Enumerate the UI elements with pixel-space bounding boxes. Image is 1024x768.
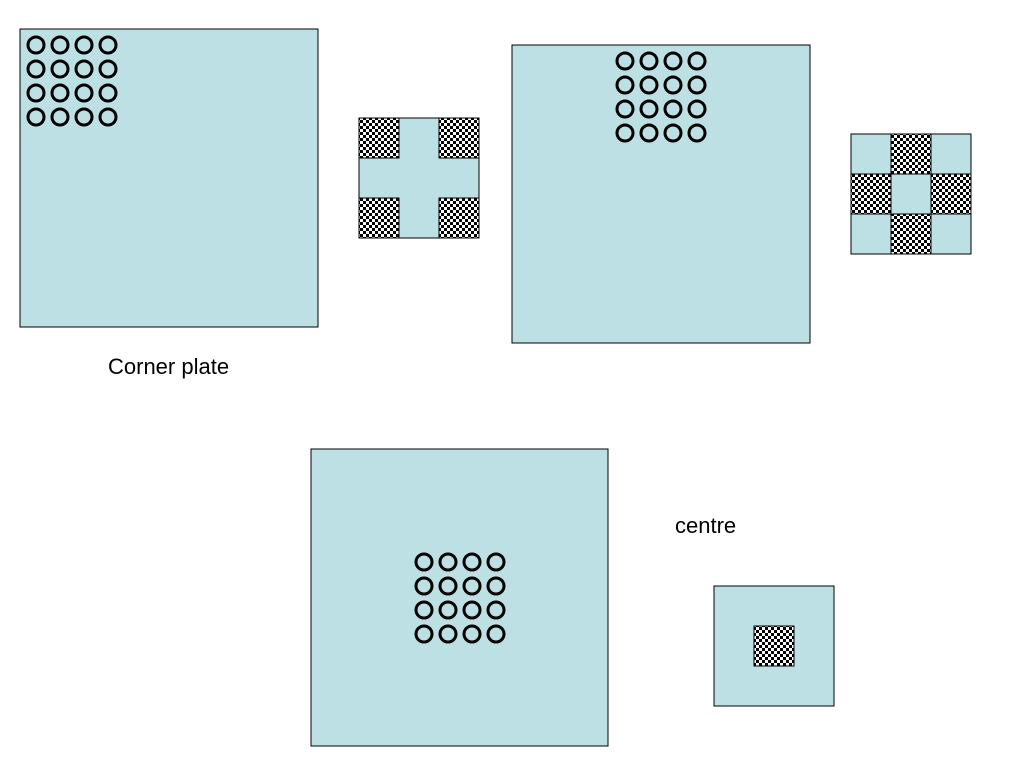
edge-checker-top <box>890 133 932 175</box>
bolt-hole <box>462 576 482 596</box>
edge-checker-right <box>930 173 972 215</box>
bolt-hole <box>438 624 458 644</box>
centre-plate-large <box>310 448 609 747</box>
edge-checker-bottom <box>890 213 932 255</box>
bolt-hole <box>486 576 506 596</box>
edge-checker-left <box>850 173 892 215</box>
bolt-hole <box>615 75 635 95</box>
bolt-hole <box>639 123 659 143</box>
bolt-hole <box>26 59 46 79</box>
bolt-hole <box>98 59 118 79</box>
bolt-hole <box>414 552 434 572</box>
bolt-hole <box>98 107 118 127</box>
bolt-hole <box>50 83 70 103</box>
edge-plate-large <box>511 44 811 344</box>
bolt-hole <box>74 83 94 103</box>
bolt-hole <box>26 107 46 127</box>
bolt-hole <box>663 123 683 143</box>
bolt-hole <box>639 99 659 119</box>
bolt-hole <box>98 83 118 103</box>
corner-checker-top-right <box>438 117 480 159</box>
bolt-hole <box>687 123 707 143</box>
bolt-hole <box>462 624 482 644</box>
bolt-hole <box>615 99 635 119</box>
bolt-hole <box>639 75 659 95</box>
bolt-hole <box>414 600 434 620</box>
bolt-hole <box>98 35 118 55</box>
bolt-hole <box>50 35 70 55</box>
bolt-hole <box>486 552 506 572</box>
corner-plate-label: Corner plate <box>108 354 230 379</box>
centre-hole-grid <box>414 552 506 644</box>
corner-checker-bottom-right <box>438 197 480 239</box>
bolt-hole <box>26 35 46 55</box>
bolt-hole <box>663 99 683 119</box>
bolt-hole <box>438 600 458 620</box>
bolt-hole <box>414 624 434 644</box>
bolt-hole <box>462 552 482 572</box>
bolt-hole <box>462 600 482 620</box>
bolt-hole <box>74 107 94 127</box>
bolt-hole <box>74 59 94 79</box>
bolt-hole <box>438 552 458 572</box>
bolt-hole <box>687 99 707 119</box>
bolt-hole <box>486 624 506 644</box>
edge-hole-grid <box>615 51 707 143</box>
bolt-hole <box>26 83 46 103</box>
bolt-hole <box>639 51 659 71</box>
bolt-hole <box>615 123 635 143</box>
bolt-hole <box>663 75 683 95</box>
bolt-hole <box>50 59 70 79</box>
bolt-hole <box>50 107 70 127</box>
bolt-hole <box>74 35 94 55</box>
centre-checker <box>753 625 795 667</box>
centre-label: centre <box>675 513 737 538</box>
corner-checker-top-left <box>358 117 400 159</box>
bolt-hole <box>687 51 707 71</box>
bolt-hole <box>687 75 707 95</box>
bolt-hole <box>486 600 506 620</box>
bolt-hole <box>414 576 434 596</box>
bolt-hole <box>663 51 683 71</box>
corner-checker-bottom-left <box>358 197 400 239</box>
corner-hole-grid <box>26 35 118 127</box>
bolt-hole <box>438 576 458 596</box>
corner-plate-large <box>19 28 319 328</box>
bolt-hole <box>615 51 635 71</box>
